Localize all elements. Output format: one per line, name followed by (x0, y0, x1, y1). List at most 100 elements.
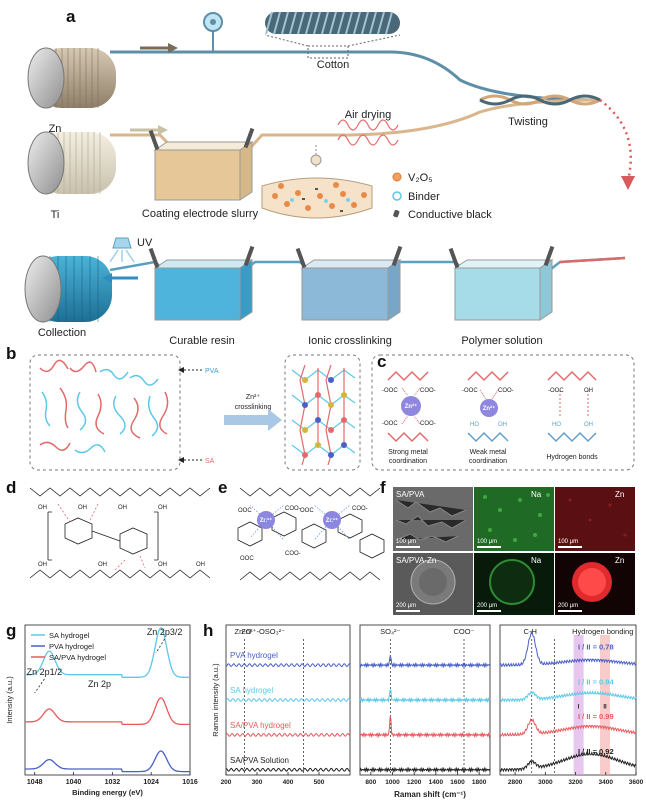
f-scale-1a: 100 μm (396, 539, 416, 545)
h-x-tick-label: 200 (221, 779, 232, 786)
ionic-bath (295, 245, 403, 321)
curable-resin-bath (148, 245, 255, 321)
h-series-line-3-seg-0 (225, 767, 351, 772)
zn-network-structure-icon (237, 487, 385, 581)
g-title: Zn 2p (88, 679, 111, 689)
h-ratio-label-0: I / II = 0.78 (578, 642, 614, 651)
h-series-line-2-seg-2 (499, 718, 637, 737)
h-ratio-label-2: I / II = 0.99 (578, 712, 614, 721)
e-coo-1: COO- (285, 506, 301, 512)
h-series-line-0-seg-2 (499, 630, 637, 668)
hb-oh-top: OH (584, 388, 593, 394)
weak-zn-label: Zn²⁺ (483, 405, 496, 412)
h-series-line-3-seg-2 (499, 751, 637, 773)
h-x-tick-label: 3600 (629, 779, 644, 786)
strong-ooc-top: -OOC (382, 388, 398, 394)
h-series-line-2-seg-0 (225, 732, 351, 737)
polymer-chains-icon (39, 359, 169, 454)
g-peak-label-1: Zn 2p1/2 (27, 667, 63, 677)
e-coo-3: COO- (285, 551, 301, 557)
panel-a-label: a (66, 7, 76, 26)
zn-map-sapva (555, 487, 635, 551)
legend-binder-label: Binder (408, 191, 440, 203)
d-oh-6: OH (98, 562, 107, 568)
network-icon (291, 364, 356, 466)
heater-icon (337, 119, 399, 146)
transfer-arrow (599, 99, 632, 181)
h-x-tick-label: 1200 (407, 779, 422, 786)
h-x-tick-label: 1600 (450, 779, 465, 786)
h-series-label-3: SA/PVA Solution (230, 756, 289, 765)
panel-h-label: h (203, 621, 213, 640)
h-x-axis-label: Raman shift (cm⁻¹) (394, 790, 466, 799)
h-x-tick-label: 3000 (538, 779, 553, 786)
coating-bath (148, 127, 255, 201)
e-coo-2: COO- (352, 506, 368, 512)
panel-a: a Zn Ti (24, 7, 635, 347)
hb-oh: OH (584, 422, 593, 428)
sa-label: SA (205, 458, 215, 465)
f-scale-1b: 100 μm (477, 539, 497, 545)
h-x-tick-label: 500 (314, 779, 325, 786)
f-scale-2a: 200 μm (396, 603, 416, 609)
pva-label: PVA (205, 368, 219, 375)
f-na-label-1: Na (531, 490, 542, 499)
strong-coordination-icon: Zn²⁺ -OOC COO- -OOC COO- (382, 370, 436, 443)
ti-spool (27, 131, 116, 195)
h-band-I (573, 635, 584, 775)
f-row1-label: SA/PVA (396, 490, 425, 499)
d-oh-3: OH (118, 505, 127, 511)
h-x-tick-label: 2800 (508, 779, 523, 786)
panel-e-label: e (218, 478, 227, 497)
h-ratio-label-3: I / II = 0.92 (578, 747, 614, 756)
panel-d: d OH OH OH OH OH OH OH OH (6, 478, 211, 579)
cotton-label: Cotton (317, 59, 349, 71)
h-series-label-0: PVA hydrogel (230, 651, 278, 660)
d-oh-8: OH (196, 562, 205, 568)
collection-spool (24, 255, 112, 323)
twisted-wire-icon (479, 94, 601, 106)
g-plot-frame (24, 624, 191, 776)
collect-arrow (102, 273, 112, 283)
h-band-II (600, 635, 611, 775)
g-legend-label-2: SA/PVA hydrogel (49, 653, 106, 662)
e-ooc-1: OOC (238, 508, 252, 514)
h-segment-frame-2 (499, 624, 637, 776)
weak-label-1: Weak metal (470, 449, 507, 456)
h-annotation-5: Hydrogen bonding (572, 627, 633, 636)
d-oh-5: OH (38, 562, 47, 568)
h-series-line-1-seg-0 (225, 697, 351, 703)
polymer-bath (448, 245, 555, 321)
f-row2-label: SA/PVA-Zn (396, 556, 436, 565)
h-x-tick-label: 1400 (429, 779, 444, 786)
e-ooc-3: OOC (240, 556, 254, 562)
coating-label: Coating electrode slurry (142, 208, 259, 220)
f-scale-2c: 200 μm (558, 603, 578, 609)
weak-coo: COO- (498, 388, 514, 394)
f-na-label-2: Na (531, 556, 542, 565)
panel-f-label: f (380, 478, 386, 497)
weak-label-2: coordination (469, 458, 507, 465)
g-x-tick-label: 1048 (27, 779, 43, 786)
g-x-tick-label: 1024 (143, 779, 159, 786)
h-series-line-1-seg-2 (499, 690, 637, 703)
slurry-zoom-icon (261, 177, 373, 219)
air-drying-label: Air drying (345, 109, 391, 121)
zn-wire (110, 50, 601, 102)
strong-label-2: coordination (389, 458, 427, 465)
weak-ho: HO (470, 422, 479, 428)
f-scale-1c: 100 μm (558, 539, 578, 545)
h-series-line-0-seg-0 (225, 663, 351, 668)
weak-coordination-icon: Zn²⁺ -OOC COO- HO OH (462, 370, 514, 443)
uv-lamp-icon (109, 237, 135, 263)
strong-ooc-bottom: -OOC (382, 421, 398, 427)
collection-label: Collection (38, 327, 86, 339)
d-oh-1: OH (38, 505, 47, 511)
e-ooc-2: OOC (300, 508, 314, 514)
h-annotation-1: Zn²⁺-OSO₃²⁻ (241, 627, 285, 636)
g-x-axis-label: Binding energy (eV) (72, 788, 143, 797)
f-zn-label-1: Zn (615, 490, 624, 499)
panel-b-label: b (6, 344, 16, 363)
g-peak-label-2: Zn 2p3/2 (147, 627, 183, 637)
